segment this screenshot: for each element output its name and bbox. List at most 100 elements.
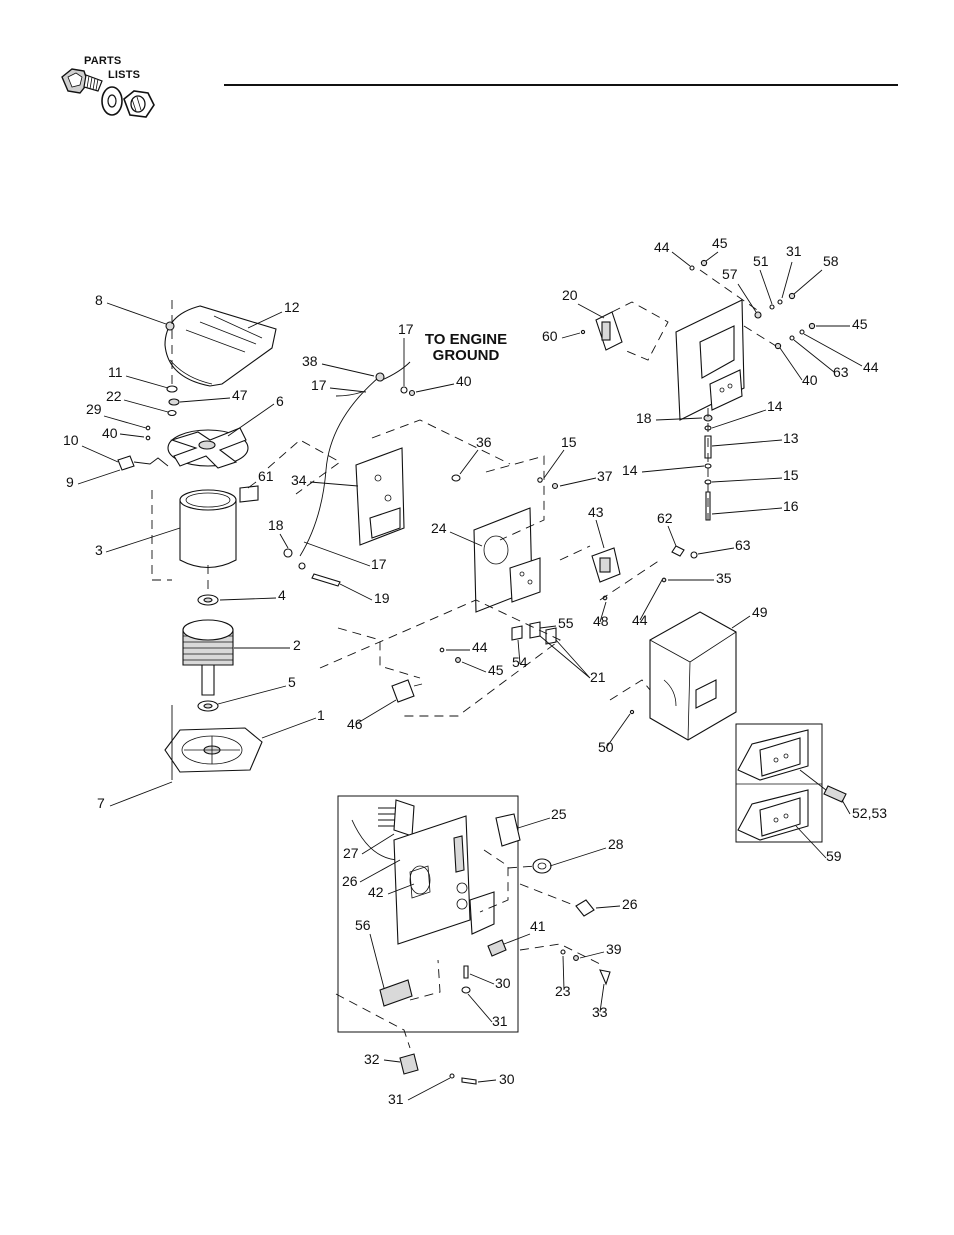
callout-c41: 41 <box>530 918 546 934</box>
part-45-nut <box>456 658 461 663</box>
part-20-receptacle <box>596 312 622 350</box>
part-45-nut <box>701 260 706 265</box>
part-33-screw <box>600 970 610 984</box>
callout-c18b: 18 <box>636 410 652 426</box>
part-5-bearing <box>198 701 218 711</box>
part-11-washer <box>167 386 177 392</box>
part-14-washer-b <box>705 464 711 468</box>
callout-c42: 42 <box>368 884 384 900</box>
part-38-terminal <box>376 373 384 381</box>
callout-c36: 36 <box>476 434 492 450</box>
callout-c14b: 14 <box>622 462 638 478</box>
part-29-screw <box>146 426 150 430</box>
callout-c5: 5 <box>288 674 296 690</box>
callout-c58: 58 <box>823 253 839 269</box>
callout-c62: 62 <box>657 510 673 526</box>
callout-c63a: 63 <box>735 537 751 553</box>
callout-c22: 22 <box>106 388 122 404</box>
note-ground: GROUND <box>433 347 500 364</box>
callout-c38: 38 <box>302 353 318 369</box>
part-57-nut <box>755 312 761 318</box>
callout-c3: 3 <box>95 542 103 558</box>
part-40-screw <box>146 436 150 440</box>
callout-c40c: 40 <box>802 372 818 388</box>
note-to-engine: TO ENGINE <box>425 331 507 348</box>
callout-c24: 24 <box>431 520 447 536</box>
callout-c25: 25 <box>551 806 567 822</box>
callout-c37: 37 <box>597 468 613 484</box>
callout-c47: 47 <box>232 387 248 403</box>
callout-c44a: 44 <box>632 612 648 628</box>
callout-c57: 57 <box>722 266 738 282</box>
receptacle-detail-inset <box>736 724 846 842</box>
part-43-receptacle <box>592 548 620 582</box>
callout-c31a: 31 <box>786 243 802 259</box>
part-26-bushing <box>576 900 594 916</box>
callout-c55: 55 <box>558 615 574 631</box>
part-51-washer <box>770 305 774 309</box>
callout-c31c: 31 <box>388 1091 404 1107</box>
control-panel-assembly <box>268 362 736 740</box>
callout-c11: 11 <box>108 364 123 380</box>
callout-c31b: 31 <box>492 1013 508 1029</box>
part-44-washer <box>690 266 694 270</box>
callout-c17b: 17 <box>311 377 327 393</box>
callout-c21: 21 <box>590 669 606 685</box>
callout-c44d: 44 <box>863 359 879 375</box>
part-50-screw <box>630 710 633 713</box>
callout-c15b: 15 <box>783 467 799 483</box>
callout-c45a: 45 <box>488 662 504 678</box>
part-40-nut <box>775 343 780 348</box>
callout-c45b: 45 <box>712 235 728 251</box>
part-23-washer <box>561 950 565 954</box>
part-32-terminal-block <box>400 1054 418 1074</box>
callout-c23: 23 <box>555 983 571 999</box>
part-62-clip <box>672 546 684 556</box>
part-39-nut <box>574 956 579 961</box>
part-19-screw <box>312 574 340 586</box>
callout-c26b: 26 <box>622 896 638 912</box>
part-46-connector <box>392 680 414 702</box>
part-44-washer-b <box>800 330 804 334</box>
callout-c40a: 40 <box>102 425 118 441</box>
callout-c56: 56 <box>355 917 371 933</box>
part-36-grommet <box>452 475 460 481</box>
part-30-screw-b <box>462 1078 476 1084</box>
callout-c59: 59 <box>826 848 842 864</box>
part-54-breaker <box>512 626 522 640</box>
part-63-washer <box>790 336 794 340</box>
callout-c27: 27 <box>343 845 359 861</box>
callout-c32: 32 <box>364 1051 380 1067</box>
part-41-fuse <box>488 940 506 956</box>
callout-c46: 46 <box>347 716 363 732</box>
part-27-harness <box>378 808 396 826</box>
callout-c19: 19 <box>374 590 390 606</box>
part-55-breaker <box>530 622 540 638</box>
part-22-washer <box>168 411 176 416</box>
part-49-cover <box>650 612 736 740</box>
callout-c51: 51 <box>753 253 769 269</box>
part-45-nut-b <box>809 323 814 328</box>
callout-c44c: 44 <box>654 239 670 255</box>
callout-c61: 61 <box>258 468 274 484</box>
callout-c15a: 15 <box>561 434 577 450</box>
callout-c7: 7 <box>97 795 105 811</box>
part-34-bracket <box>356 448 404 545</box>
callout-c17a: 17 <box>398 321 414 337</box>
callout-c50: 50 <box>598 739 614 755</box>
part-60-screw <box>581 330 584 333</box>
part-63-nut <box>691 552 697 558</box>
callout-c34: 34 <box>291 472 307 488</box>
callout-c52: 52,53 <box>852 805 887 821</box>
receptacle-panel <box>676 300 744 420</box>
callout-c33: 33 <box>592 1004 608 1020</box>
callout-c28: 28 <box>608 836 624 852</box>
control-board <box>394 816 494 944</box>
callout-c14a: 14 <box>767 398 783 414</box>
part-28-grommet <box>533 859 551 873</box>
part-58-nut <box>789 293 794 298</box>
part-31-washer <box>462 987 470 993</box>
part-6-fan <box>168 428 248 468</box>
part-8-nut <box>166 322 174 330</box>
